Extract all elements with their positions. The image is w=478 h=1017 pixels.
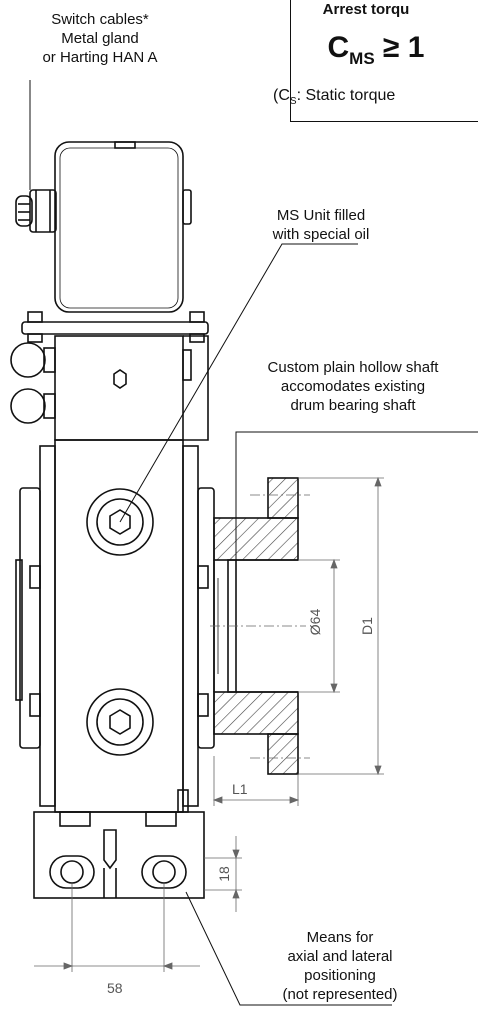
formula-subscript: MS: [349, 49, 375, 68]
height-dimension: 18: [215, 866, 232, 882]
switch-box: [54, 141, 192, 313]
main-body: [15, 439, 215, 813]
static-torque-note: (CS: Static torque: [273, 87, 395, 107]
bore-dimension: Ø64: [307, 608, 324, 636]
switch-cables-line-1: Switch cables*: [51, 11, 149, 28]
note-subscript: S: [289, 96, 297, 108]
bottom-bracket: [33, 811, 205, 899]
means-label: Means for axial and lateral positioning …: [262, 928, 418, 1004]
arrest-torque-title: Arrest torqu: [322, 1, 410, 18]
means-line-1: Means for: [306, 929, 374, 946]
formula-symbol: C: [327, 31, 350, 64]
mounting-plate: [21, 311, 209, 343]
switch-cables-line-2: Metal gland: [61, 30, 139, 47]
center-lines: [210, 494, 310, 759]
flange: [213, 477, 299, 775]
d1-dimension: D1: [358, 617, 375, 635]
cable-gland: [15, 189, 57, 233]
middle-housing: [54, 335, 209, 441]
l1-dimension: L1: [232, 781, 248, 797]
switch-cables-line-3: or Harting HAN A: [42, 49, 158, 66]
hollow-shaft-line-3: drum bearing shaft: [290, 397, 416, 414]
means-line-3: positioning: [304, 967, 376, 984]
ms-unit-label: MS Unit filled with special oil: [262, 206, 380, 244]
dimension-lines: [34, 476, 384, 972]
arrest-torque-box: Arrest torqu CMS ≥ 1 (CS: Static torque: [273, 0, 478, 122]
means-line-4: (not represented): [282, 986, 398, 1003]
leader-lines: [29, 80, 478, 1006]
formula-value: ≥ 1: [374, 31, 425, 64]
connectors: [10, 342, 56, 424]
arrest-torque-formula: CMS ≥ 1: [291, 31, 461, 69]
hollow-shaft-line-2: accomodates existing: [280, 378, 426, 395]
width-dimension: 58: [107, 980, 123, 996]
switch-cables-label: Switch cables* Metal gland or Harting HA…: [10, 10, 190, 67]
ms-unit-line-1: MS Unit filled: [276, 207, 366, 224]
ms-unit-line-2: with special oil: [272, 226, 370, 243]
note-suffix: : Static torque: [296, 87, 396, 104]
hollow-shaft-label: Custom plain hollow shaft accomodates ex…: [228, 358, 478, 415]
means-line-2: axial and lateral: [287, 948, 393, 965]
hollow-shaft-line-1: Custom plain hollow shaft: [267, 359, 439, 376]
note-prefix: (C: [273, 87, 290, 104]
